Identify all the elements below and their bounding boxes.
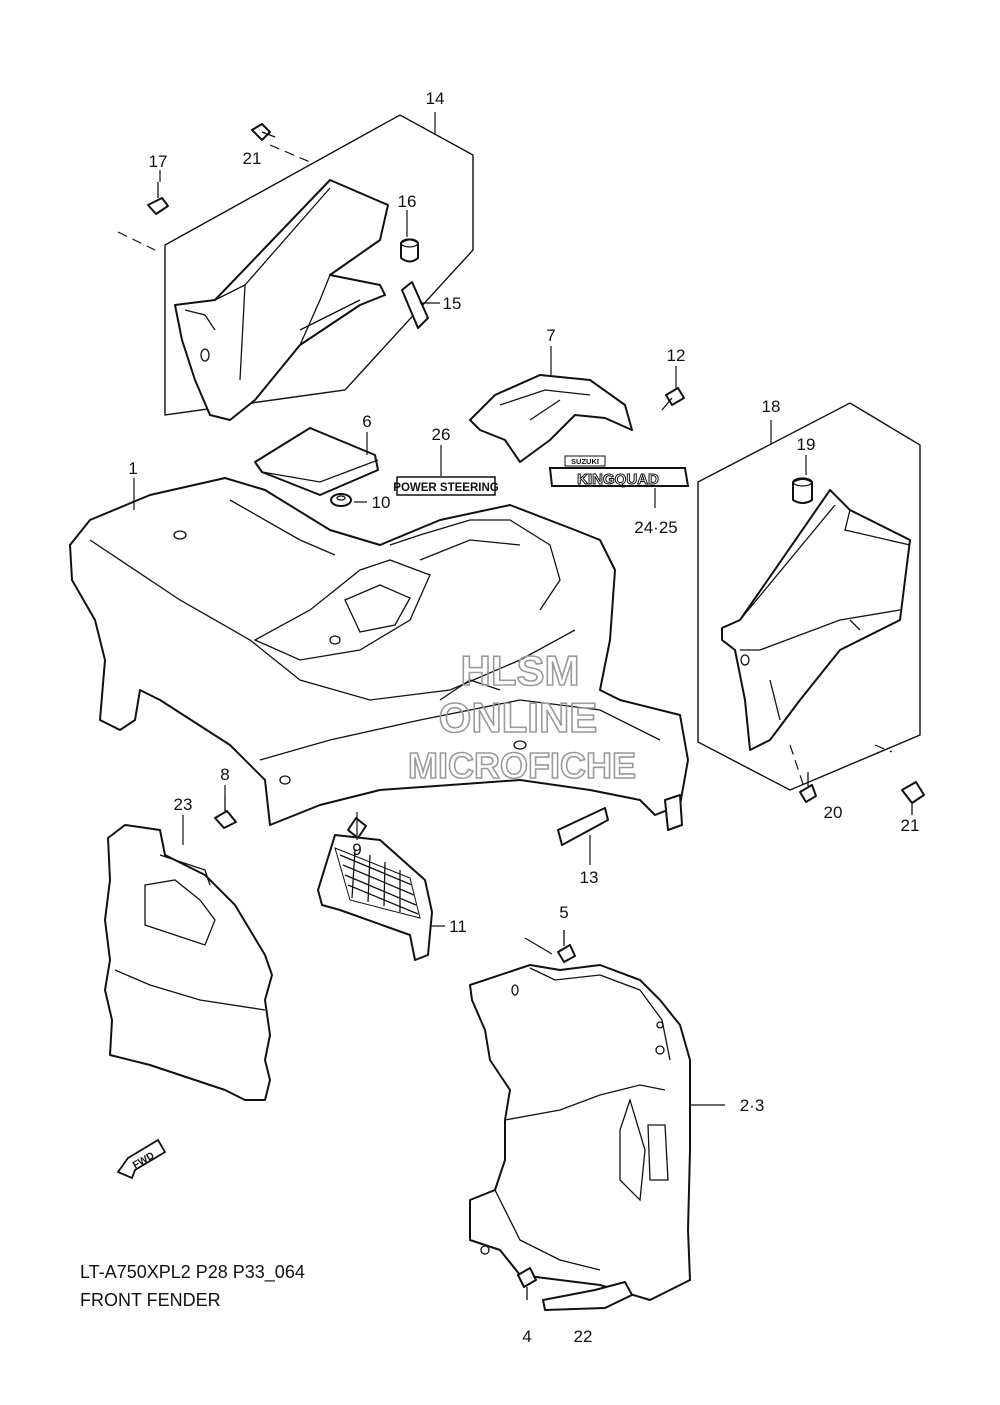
callout-7: 7 (546, 326, 555, 345)
callout-21-top: 21 (243, 149, 262, 168)
callout-labels: 1 2·3 4 5 6 7 8 9 10 11 12 13 14 15 16 1… (128, 89, 919, 1346)
part-2-3-inner-fender[interactable] (469, 964, 691, 1301)
decal-suzuki-text: SUZUKI (571, 457, 599, 466)
callout-26: 26 (432, 425, 451, 444)
part-19-collar[interactable] (792, 477, 813, 504)
callout-22: 22 (574, 1327, 593, 1346)
callout-1: 1 (128, 459, 137, 478)
watermark-line-2: ONLINE (439, 694, 598, 741)
part-6-lid[interactable] (254, 427, 379, 496)
callout-2-3: 2·3 (740, 1096, 765, 1115)
part-13-cushion[interactable] (557, 807, 609, 846)
part-14-inner-guard[interactable] (174, 179, 389, 421)
part-12-screw[interactable] (661, 387, 685, 411)
decal-kingquad-text: KINGQUAD (577, 471, 659, 488)
part-5-screw[interactable] (557, 930, 576, 963)
part-26-decal-power-steering[interactable]: POWER STEERING (393, 476, 499, 496)
callout-18: 18 (762, 397, 781, 416)
part-20-screw[interactable] (799, 772, 817, 803)
callout-8: 8 (220, 765, 229, 784)
part-24-25-decal-kingquad[interactable]: SUZUKI KINGQUAD (548, 455, 690, 489)
watermark: HLSM ONLINE MICROFICHE (407, 646, 637, 787)
callout-17: 17 (149, 152, 168, 171)
part-21-screw-right[interactable] (901, 781, 925, 815)
callout-24-25: 24·25 (634, 518, 677, 537)
callout-9: 9 (352, 840, 361, 859)
model-code: LT-A750XPL2 P28 P33_064 (80, 1262, 305, 1283)
part-1-front-fender[interactable] (69, 477, 689, 831)
callout-21-right: 21 (901, 816, 920, 835)
diagram-title: FRONT FENDER (80, 1290, 221, 1310)
callout-15: 15 (443, 294, 462, 313)
part-11-grille[interactable] (317, 834, 433, 961)
fwd-arrow-icon: FWD (116, 1138, 167, 1180)
callout-19: 19 (797, 435, 816, 454)
leader-lines (133, 170, 807, 1106)
part-16-collar[interactable] (400, 238, 419, 263)
decal-power-steering-text: POWER STEERING (393, 482, 498, 494)
part-14-group-box (117, 112, 474, 416)
callout-13: 13 (580, 868, 599, 887)
part-10-grommet[interactable] (330, 493, 352, 507)
part-8-screw[interactable] (214, 795, 237, 829)
callout-4: 4 (522, 1327, 531, 1346)
watermark-line-3: MICROFICHE (408, 745, 636, 786)
callout-11: 11 (449, 917, 467, 936)
callout-5: 5 (559, 903, 568, 922)
callout-23: 23 (174, 795, 193, 814)
part-4-screw[interactable] (517, 1267, 537, 1300)
part-15-cushion[interactable] (401, 281, 429, 329)
callout-16: 16 (398, 192, 417, 211)
part-7-cover[interactable] (469, 374, 633, 463)
callout-10: 10 (372, 493, 391, 512)
part-23-mud-plate[interactable] (104, 824, 273, 1101)
part-5-leader (524, 937, 553, 955)
callout-12: 12 (667, 346, 686, 365)
callout-20: 20 (824, 803, 843, 822)
callout-14: 14 (426, 89, 445, 108)
watermark-line-1: HLSM (461, 647, 580, 694)
callout-6: 6 (362, 412, 371, 431)
part-21-screw-top[interactable] (251, 123, 276, 141)
part-18-group-box (697, 402, 921, 791)
part-22-strip[interactable] (542, 1281, 633, 1311)
part-18-inner-guard[interactable] (721, 489, 911, 751)
part-17-screw[interactable] (147, 182, 169, 215)
